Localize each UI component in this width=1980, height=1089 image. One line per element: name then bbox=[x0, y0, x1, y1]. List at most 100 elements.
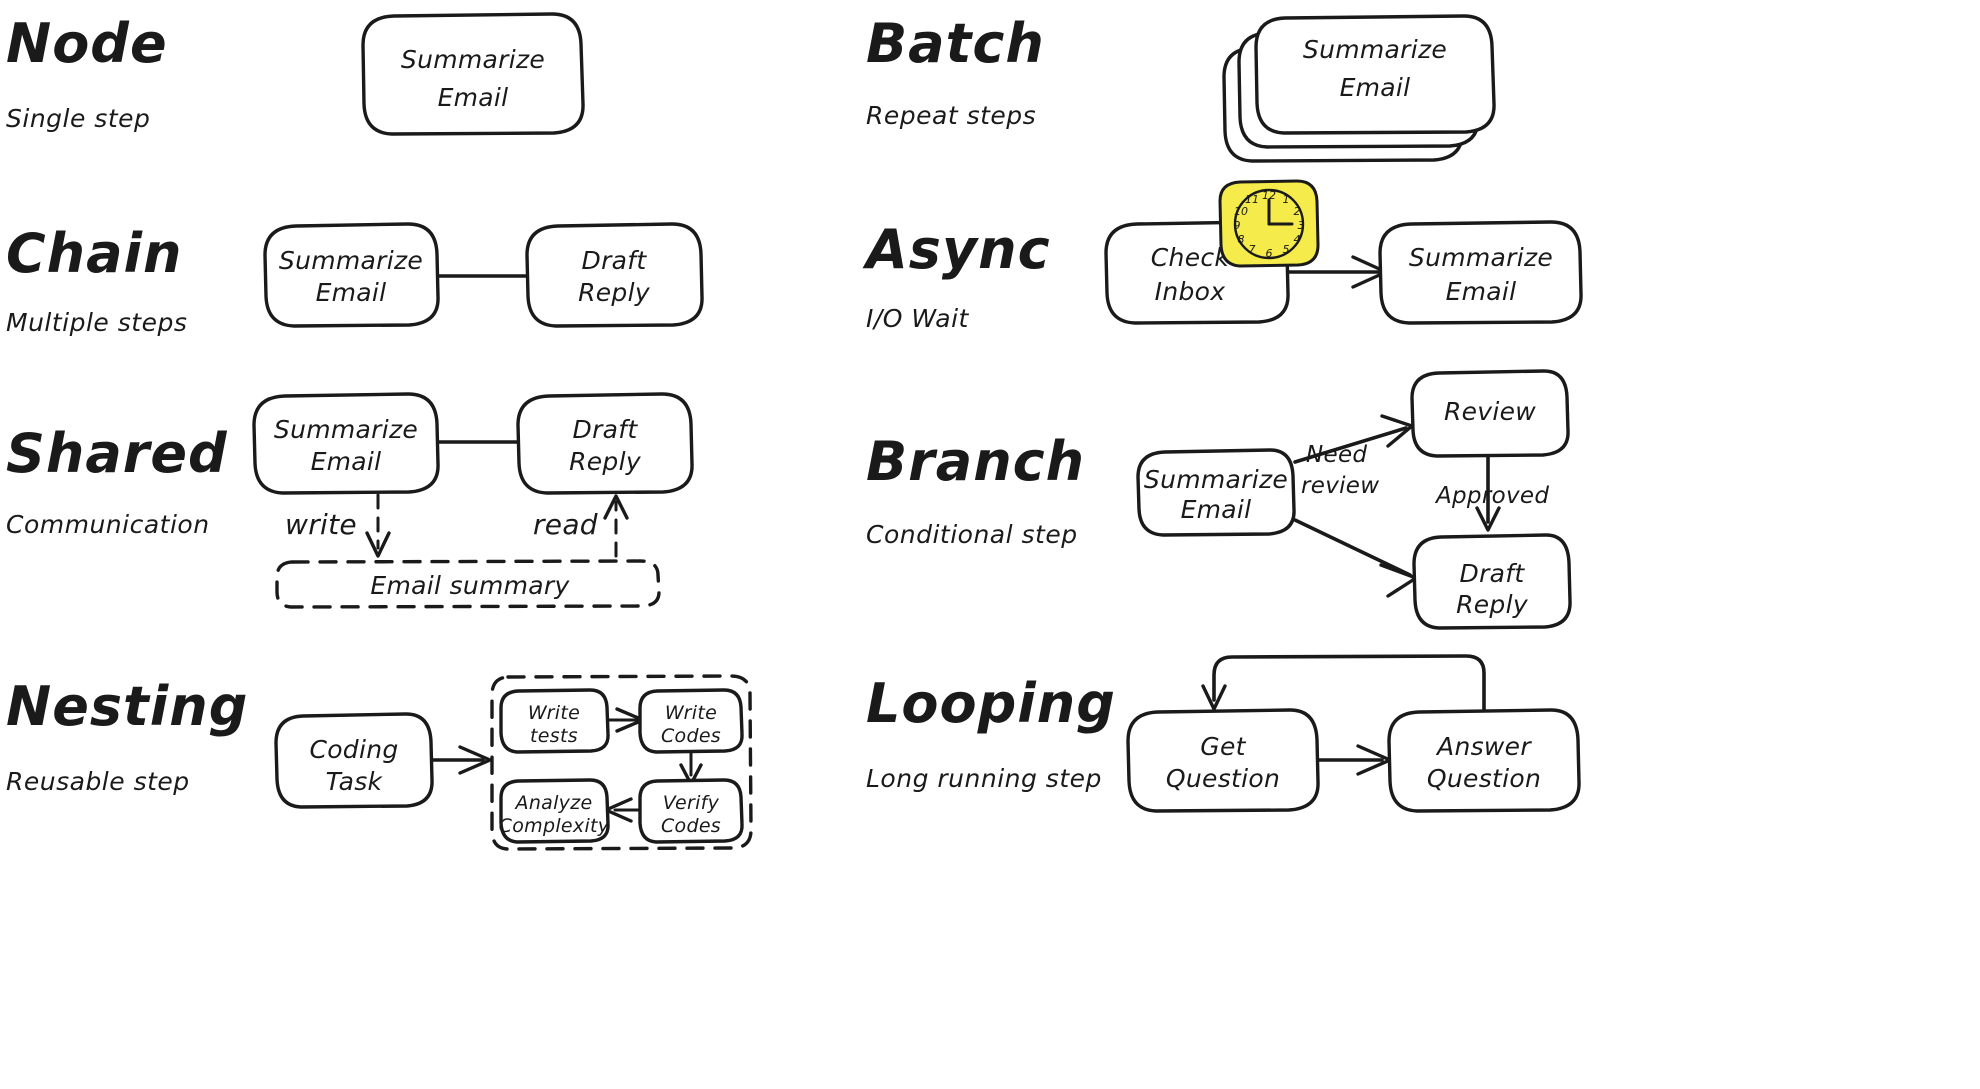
section-subtitle-node: Single step bbox=[6, 104, 150, 133]
clock-numeral-11: 11 bbox=[1245, 193, 1259, 206]
clock-numeral-5: 5 bbox=[1283, 243, 1290, 256]
looping-node-get-question[interactable]: Get Question bbox=[1126, 708, 1320, 813]
branch-draft-line1: Draft bbox=[1460, 559, 1526, 588]
section-nesting: Nesting Reusable step Coding Task Write … bbox=[6, 674, 753, 851]
section-subtitle-shared: Communication bbox=[6, 510, 210, 539]
section-title-shared: Shared bbox=[6, 422, 228, 485]
batch-label-line1: Summarize bbox=[1303, 35, 1447, 64]
shared-write-arrow bbox=[365, 493, 391, 558]
shared-src-line2: Email bbox=[311, 447, 382, 476]
shared-dst-line1: Draft bbox=[573, 415, 639, 444]
clock-numeral-10: 10 bbox=[1234, 205, 1248, 218]
edge-label-write: write bbox=[285, 508, 357, 541]
branch-src-line2: Email bbox=[1181, 495, 1252, 524]
chain-dst-line2: Reply bbox=[578, 278, 651, 307]
nesting-write-tests-line2: tests bbox=[530, 725, 578, 747]
clock-icon: 12 1 2 3 4 5 6 7 8 9 10 11 bbox=[1218, 179, 1320, 268]
clock-numeral-1: 1 bbox=[1283, 193, 1290, 206]
clock-numeral-2: 2 bbox=[1294, 205, 1301, 218]
nesting-arrow-verify-to-analyze bbox=[604, 797, 642, 823]
section-subtitle-looping: Long running step bbox=[866, 764, 1102, 793]
edge-label-need: Need bbox=[1306, 442, 1367, 468]
shared-src-line1: Summarize bbox=[274, 415, 418, 444]
branch-draft-line2: Reply bbox=[1456, 590, 1529, 619]
async-node-summarize-email[interactable]: Summarize Email bbox=[1378, 220, 1583, 325]
section-title-branch: Branch bbox=[866, 430, 1085, 493]
branch-node-draft-reply[interactable]: Draft Reply bbox=[1412, 533, 1572, 630]
section-async: Async I/O Wait Check Inbox Summarize Ema… bbox=[862, 179, 1583, 333]
nesting-node-coding-task[interactable]: Coding Task bbox=[274, 712, 434, 809]
edge-label-read: read bbox=[533, 508, 598, 541]
branch-node-review[interactable]: Review bbox=[1410, 369, 1570, 458]
clock-numeral-9: 9 bbox=[1234, 219, 1241, 232]
nesting-verify-codes-line1: Verify bbox=[663, 792, 720, 814]
nesting-node-verify-codes[interactable]: Verify Codes bbox=[638, 778, 744, 844]
nesting-write-tests-line1: Write bbox=[528, 702, 580, 724]
section-node: Node Single step Summarize Email bbox=[6, 12, 585, 136]
section-subtitle-branch: Conditional step bbox=[866, 520, 1078, 549]
section-title-nesting: Nesting bbox=[6, 675, 248, 738]
clock-numeral-4: 4 bbox=[1294, 233, 1301, 246]
branch-src-line1: Summarize bbox=[1144, 465, 1288, 494]
async-src-line1: Check bbox=[1151, 243, 1231, 272]
nesting-verify-codes-line2: Codes bbox=[661, 815, 721, 837]
shared-node-draft-reply[interactable]: Draft Reply bbox=[516, 392, 694, 495]
looping-arrow-loopback bbox=[1201, 654, 1486, 712]
shared-store-label: Email summary bbox=[370, 571, 570, 600]
clock-numeral-8: 8 bbox=[1238, 233, 1245, 246]
batch-card-stack[interactable]: Summarize Email bbox=[1222, 14, 1496, 163]
nesting-arrow-tests-to-codes bbox=[607, 707, 645, 733]
chain-node-draft-reply[interactable]: Draft Reply bbox=[525, 222, 704, 328]
clock-numeral-3: 3 bbox=[1298, 219, 1305, 232]
batch-label-line2: Email bbox=[1340, 73, 1411, 102]
branch-node-summarize-email[interactable]: Summarize Email bbox=[1136, 448, 1296, 537]
nesting-node-write-tests[interactable]: Write tests bbox=[499, 688, 610, 754]
chain-src-line1: Summarize bbox=[279, 246, 423, 275]
looping-answer-line2: Question bbox=[1427, 764, 1541, 793]
looping-get-line2: Question bbox=[1166, 764, 1280, 793]
clock-numeral-6: 6 bbox=[1266, 247, 1273, 260]
chain-dst-line1: Draft bbox=[582, 246, 648, 275]
node-summarize-email[interactable]: Summarize Email bbox=[361, 12, 585, 136]
section-looping: Looping Long running step Get Question A… bbox=[866, 654, 1581, 813]
section-shared: Shared Communication Summarize Email Dra… bbox=[6, 392, 694, 609]
clock-numeral-12: 12 bbox=[1262, 189, 1276, 202]
section-subtitle-async: I/O Wait bbox=[866, 304, 970, 333]
edge-label-approved: Approved bbox=[1434, 483, 1549, 509]
branch-arrow-direct-draft bbox=[1293, 518, 1418, 598]
section-title-batch: Batch bbox=[866, 12, 1045, 75]
section-subtitle-chain: Multiple steps bbox=[6, 308, 187, 337]
edge-label-review: review bbox=[1301, 473, 1379, 499]
async-dst-line2: Email bbox=[1446, 277, 1517, 306]
looping-node-answer-question[interactable]: Answer Question bbox=[1387, 708, 1581, 813]
node-label-line2: Email bbox=[438, 83, 509, 112]
looping-answer-line1: Answer bbox=[1435, 732, 1532, 761]
shared-node-summarize-email[interactable]: Summarize Email bbox=[252, 392, 440, 495]
node-label-line1: Summarize bbox=[401, 45, 545, 74]
nesting-node-write-codes[interactable]: Write Codes bbox=[638, 688, 744, 754]
nesting-write-codes-line2: Codes bbox=[661, 725, 721, 747]
shared-read-arrow bbox=[603, 494, 629, 558]
chain-node-summarize-email[interactable]: Summarize Email bbox=[263, 222, 440, 328]
chain-src-line2: Email bbox=[316, 278, 387, 307]
nesting-analyze-line2: Complexity bbox=[499, 815, 610, 837]
section-title-looping: Looping bbox=[866, 672, 1116, 735]
async-src-line2: Inbox bbox=[1155, 277, 1226, 306]
section-branch: Branch Conditional step Summarize Email … bbox=[866, 369, 1572, 630]
section-title-chain: Chain bbox=[6, 222, 182, 285]
nesting-analyze-line1: Analyze bbox=[514, 792, 593, 814]
section-title-node: Node bbox=[6, 12, 168, 75]
nesting-write-codes-line1: Write bbox=[665, 702, 717, 724]
section-subtitle-batch: Repeat steps bbox=[866, 101, 1036, 130]
nesting-coding-line1: Coding bbox=[309, 735, 398, 764]
nesting-node-analyze-complexity[interactable]: Analyze Complexity bbox=[499, 778, 610, 844]
clock-numeral-7: 7 bbox=[1249, 243, 1256, 256]
section-subtitle-nesting: Reusable step bbox=[6, 767, 190, 796]
section-chain: Chain Multiple steps Summarize Email Dra… bbox=[6, 222, 704, 337]
shared-store-email-summary[interactable]: Email summary bbox=[275, 559, 661, 609]
section-batch: Batch Repeat steps Summarize Email bbox=[866, 12, 1496, 163]
section-title-async: Async bbox=[862, 218, 1051, 281]
nesting-subgraph-boundary bbox=[490, 674, 753, 851]
branch-review-label: Review bbox=[1444, 397, 1536, 426]
looping-arrow-forward bbox=[1317, 744, 1392, 776]
